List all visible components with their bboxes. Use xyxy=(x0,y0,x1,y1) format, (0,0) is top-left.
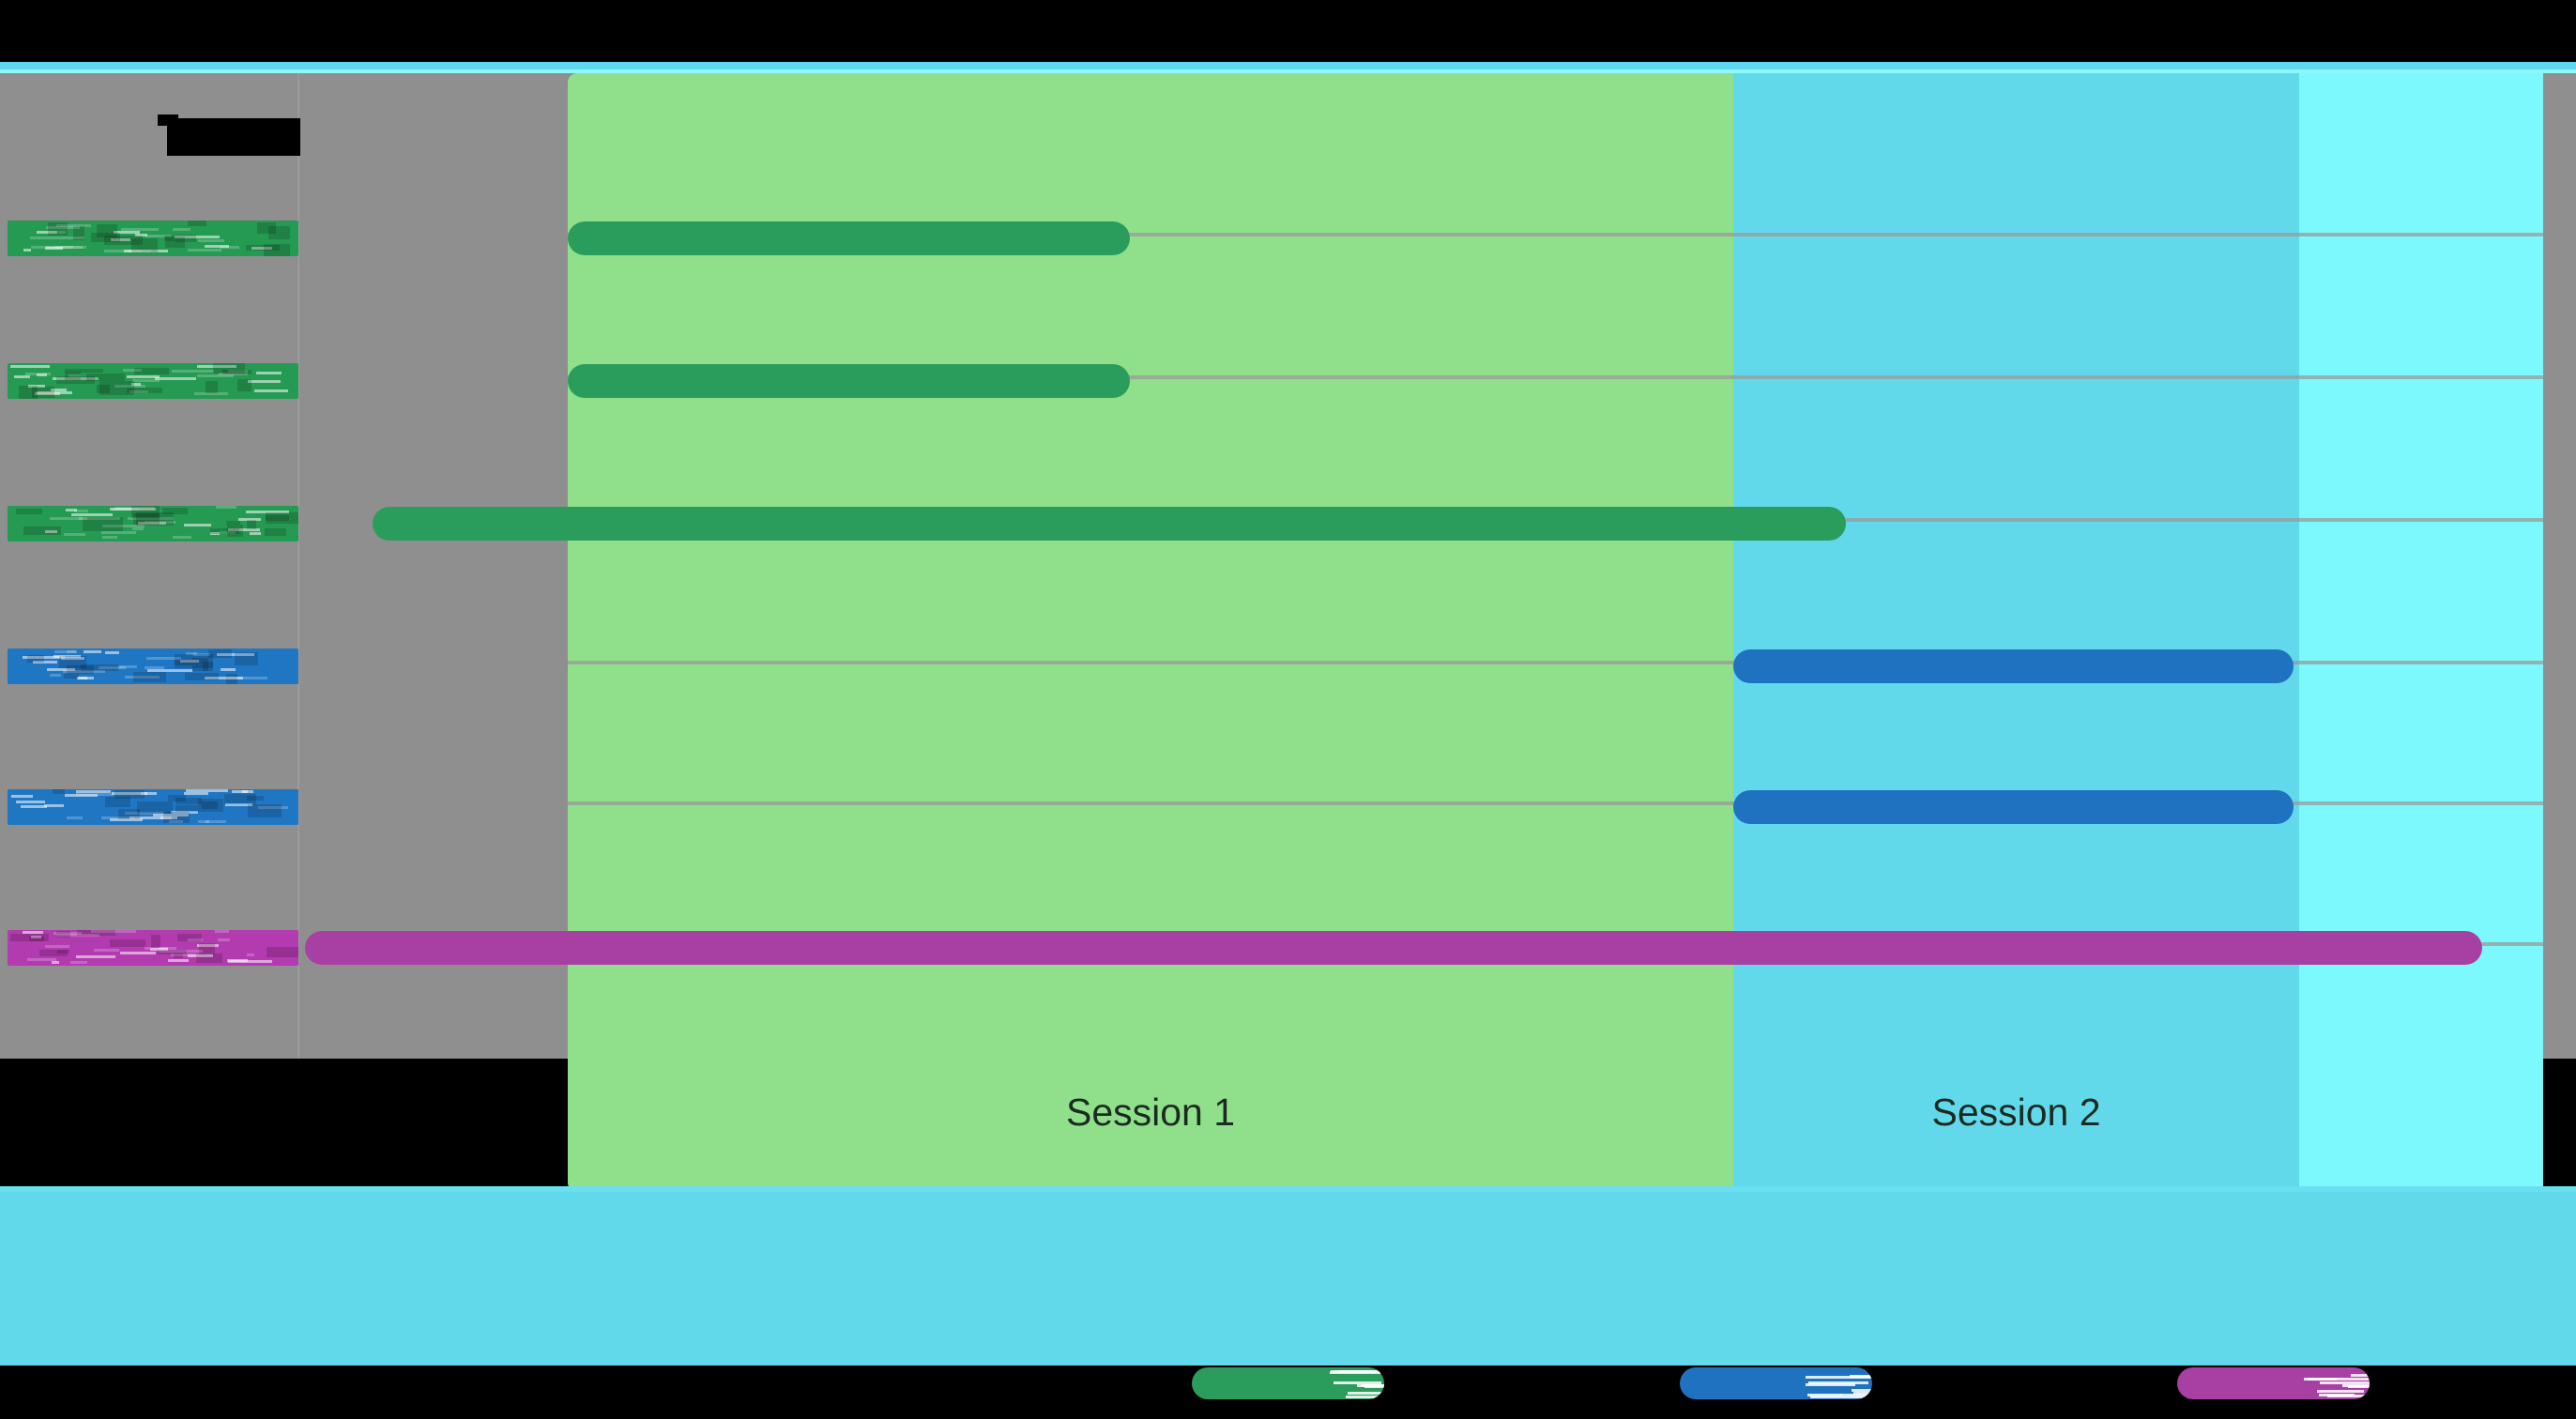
header-title-redaction xyxy=(167,118,300,156)
top-letterbox xyxy=(0,0,2576,62)
task-bar-row-0[interactable] xyxy=(568,221,1130,255)
task-bar-row-2[interactable] xyxy=(373,507,1846,541)
row-label-1[interactable] xyxy=(8,363,298,399)
legend-item-0[interactable]: ███████████ xyxy=(1192,1367,1384,1399)
gridline-row-1 xyxy=(568,375,2543,379)
gridline-row-3 xyxy=(568,661,2543,664)
session-band-2 xyxy=(1733,73,2299,1192)
gridline-row-0 xyxy=(568,233,2543,236)
row-label-0[interactable] xyxy=(8,221,298,256)
row-label-3[interactable] xyxy=(8,648,298,684)
footer-highlight xyxy=(0,1186,2576,1194)
bottom-letterbox xyxy=(0,1413,2576,1419)
label-gutter-divider xyxy=(297,73,299,1059)
task-bar-row-4[interactable] xyxy=(1733,790,2294,824)
task-bar-row-1[interactable] xyxy=(568,364,1130,398)
legend-swatch-2 xyxy=(2177,1367,2370,1399)
gridline-row-4 xyxy=(568,801,2543,805)
legend-item-1[interactable]: ██████████ xyxy=(1680,1367,1872,1399)
task-bar-row-3[interactable] xyxy=(1733,649,2294,683)
session-band-2-caption: Session 2 xyxy=(1931,1091,2101,1134)
legend-swatch-0 xyxy=(1192,1367,1384,1399)
app-chrome-highlight xyxy=(0,69,2576,73)
footer-band xyxy=(0,1192,2576,1366)
session-band-1 xyxy=(568,73,1733,1192)
row-label-5[interactable] xyxy=(8,930,298,966)
row-label-4[interactable] xyxy=(8,789,298,825)
session-band-3 xyxy=(2299,73,2543,1192)
session-band-1-caption: Session 1 xyxy=(1065,1091,1236,1134)
legend-item-2[interactable]: █████████ xyxy=(2177,1367,2370,1399)
row-label-2[interactable] xyxy=(8,506,298,542)
legend-swatch-1 xyxy=(1680,1367,1872,1399)
task-bar-row-5[interactable] xyxy=(305,931,2482,965)
